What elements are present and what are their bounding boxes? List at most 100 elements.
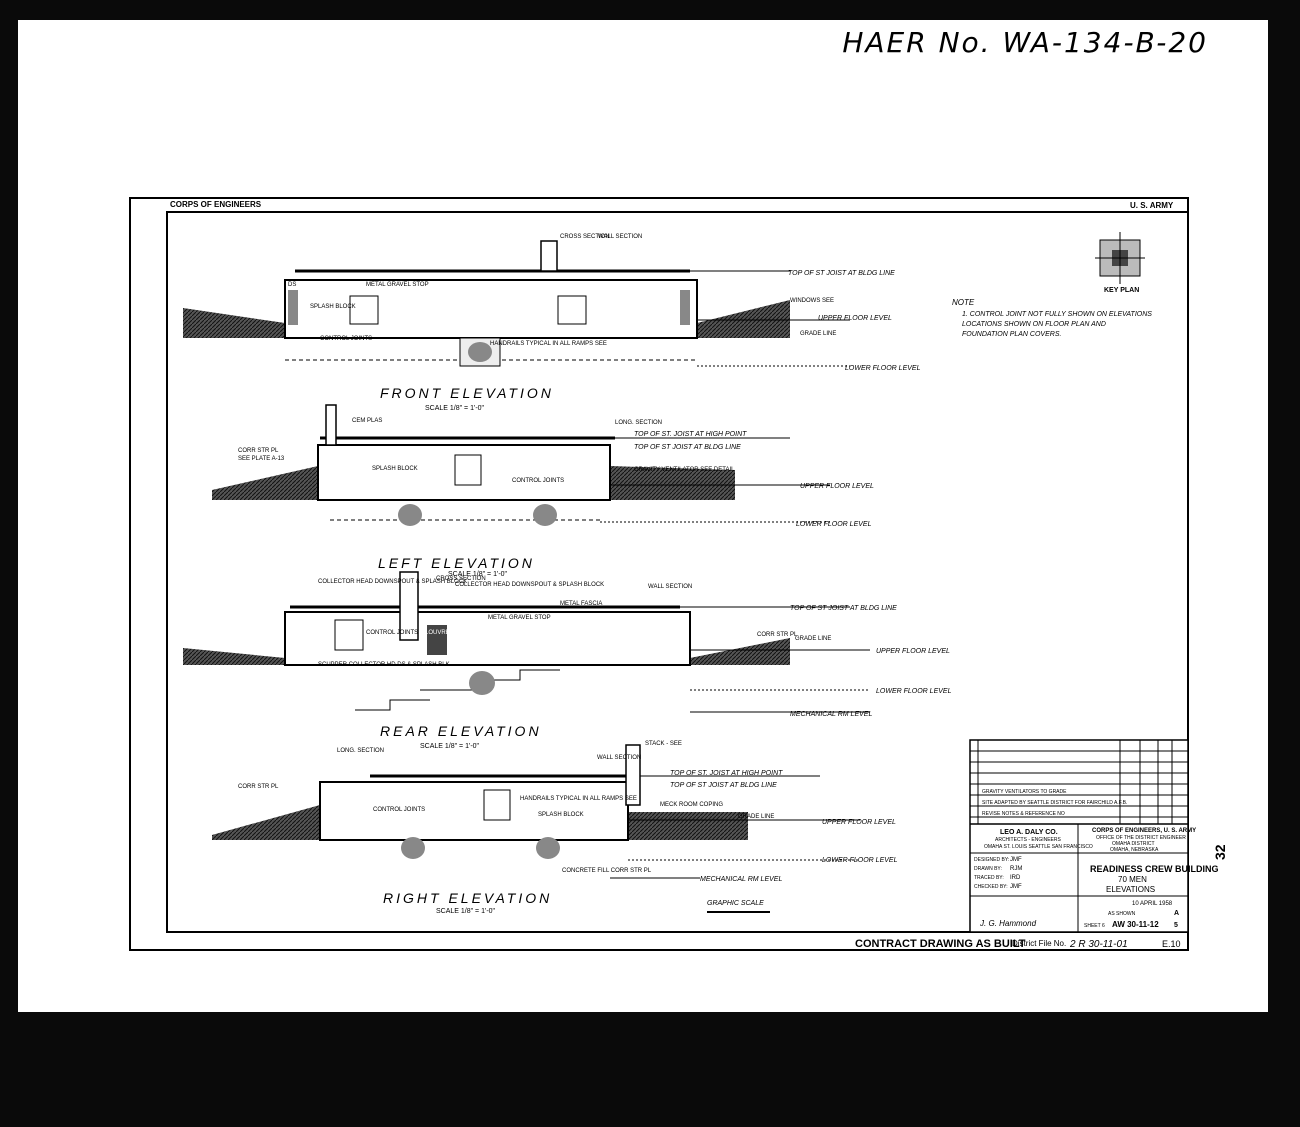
- inner-frame: [166, 211, 1189, 933]
- svg-text:GRADE LINE: GRADE LINE: [738, 814, 774, 820]
- svg-text:SPLASH BLOCK: SPLASH BLOCK: [310, 304, 356, 310]
- svg-text:AS SHOWN: AS SHOWN: [1108, 911, 1136, 917]
- svg-text:TOP OF ST. JOIST AT HIGH POINT: TOP OF ST. JOIST AT HIGH POINT: [634, 431, 747, 438]
- svg-text:MECHANICAL RM LEVEL: MECHANICAL RM LEVEL: [700, 876, 782, 883]
- svg-text:CROSS SECTION: CROSS SECTION: [436, 576, 486, 582]
- svg-text:UPPER FLOOR LEVEL: UPPER FLOOR LEVEL: [818, 315, 892, 322]
- photo-border-bottom: [0, 1012, 1300, 1127]
- svg-text:LEFT ELEVATION: LEFT ELEVATION: [378, 555, 535, 571]
- svg-text:METAL GRAVEL STOP: METAL GRAVEL STOP: [366, 282, 429, 288]
- svg-text:CROSS SECTION: CROSS SECTION: [560, 234, 610, 240]
- svg-text:RJM: RJM: [1010, 866, 1022, 872]
- svg-text:UPPER FLOOR LEVEL: UPPER FLOOR LEVEL: [822, 819, 896, 826]
- rear-elevation: TOP OF ST JOIST AT BLDG LINE UPPER FLOOR…: [183, 571, 952, 750]
- svg-text:AW 30-11-12: AW 30-11-12: [1112, 920, 1159, 929]
- svg-text:SEE PLATE A-13: SEE PLATE A-13: [238, 456, 285, 462]
- svg-text:CONTROL JOINTS: CONTROL JOINTS: [320, 336, 372, 342]
- svg-text:CORR STR PL: CORR STR PL: [757, 632, 798, 638]
- svg-text:WINDOWS SEE: WINDOWS SEE: [790, 298, 834, 304]
- svg-text:WALL SECTION: WALL SECTION: [598, 234, 642, 240]
- svg-text:70 MEN: 70 MEN: [1118, 875, 1147, 884]
- svg-text:OFFICE OF THE DISTRICT ENGINEE: OFFICE OF THE DISTRICT ENGINEER: [1096, 835, 1186, 841]
- side-number: 32: [1212, 844, 1228, 860]
- front-elevation: TOP OF ST JOIST AT BLDG LINE UPPER FLOOR…: [183, 234, 921, 412]
- svg-text:OMAHA, NEBRASKA: OMAHA, NEBRASKA: [1110, 847, 1159, 853]
- svg-text:GRAPHIC SCALE: GRAPHIC SCALE: [707, 900, 764, 907]
- svg-text:LOWER FLOOR LEVEL: LOWER FLOOR LEVEL: [822, 857, 898, 864]
- svg-text:CEM PLAS: CEM PLAS: [352, 418, 382, 424]
- svg-text:SHEET 6: SHEET 6: [1084, 923, 1105, 929]
- svg-text:A: A: [1174, 910, 1179, 917]
- svg-text:READINESS CREW BUILDING: READINESS CREW BUILDING: [1090, 864, 1219, 874]
- svg-text:10 APRIL 1958: 10 APRIL 1958: [1132, 901, 1173, 907]
- svg-text:HANDRAILS TYPICAL IN ALL RAMPS: HANDRAILS TYPICAL IN ALL RAMPS SEE: [520, 796, 637, 802]
- svg-text:CONCRETE FILL CORR STR PL: CONCRETE FILL CORR STR PL: [562, 868, 652, 874]
- photo-border-right: [1268, 20, 1300, 1012]
- svg-text:LOWER FLOOR LEVEL: LOWER FLOOR LEVEL: [845, 365, 921, 372]
- svg-text:SCUPPER COLLECTOR HD DS & SPLA: SCUPPER COLLECTOR HD DS & SPLASH BLK: [318, 662, 450, 668]
- svg-text:SCALE 1/8" = 1'-0": SCALE 1/8" = 1'-0": [425, 405, 485, 412]
- svg-text:REAR ELEVATION: REAR ELEVATION: [380, 723, 542, 739]
- svg-text:TOP OF ST JOIST AT BLDG LINE: TOP OF ST JOIST AT BLDG LINE: [634, 444, 741, 451]
- left-elevation: TOP OF ST. JOIST AT HIGH POINT TOP OF ST…: [212, 404, 874, 578]
- svg-text:METAL FASCIA: METAL FASCIA: [560, 601, 602, 607]
- svg-text:SPLASH BLOCK: SPLASH BLOCK: [372, 466, 418, 472]
- svg-text:COLLECTOR HEAD DOWNSPOUT & SPL: COLLECTOR HEAD DOWNSPOUT & SPLASH BLOCK: [455, 582, 604, 588]
- svg-text:ARCHITECTS - ENGINEERS: ARCHITECTS - ENGINEERS: [995, 837, 1062, 843]
- haer-number: HAER No. WA-134-B-20: [842, 26, 1208, 59]
- key-plan: KEY PLAN: [1095, 232, 1145, 294]
- svg-text:TOP OF ST JOIST AT BLDG LINE: TOP OF ST JOIST AT BLDG LINE: [670, 782, 777, 789]
- army-title: U. S. ARMY: [1130, 201, 1174, 210]
- svg-text:CONTROL JOINTS: CONTROL JOINTS: [512, 478, 564, 484]
- right-elevation: TOP OF ST. JOIST AT HIGH POINT TOP OF ST…: [212, 741, 898, 915]
- svg-text:GRAVITY VENTILATOR SEE DETAIL: GRAVITY VENTILATOR SEE DETAIL: [634, 467, 735, 473]
- svg-text:LONG. SECTION: LONG. SECTION: [337, 748, 384, 754]
- svg-text:LOUVRE: LOUVRE: [425, 630, 450, 636]
- svg-text:LOCATIONS SHOWN ON FLOOR PLAN: LOCATIONS SHOWN ON FLOOR PLAN AND: [962, 321, 1106, 328]
- svg-text:TOP OF ST JOIST AT BLDG LINE: TOP OF ST JOIST AT BLDG LINE: [790, 605, 897, 612]
- svg-text:SPLASH BLOCK: SPLASH BLOCK: [538, 812, 584, 818]
- svg-text:GRADE LINE: GRADE LINE: [800, 331, 836, 337]
- svg-text:REVISE NOTES & REFERENCE NO: REVISE NOTES & REFERENCE NO: [982, 811, 1065, 817]
- svg-text:WALL SECTION: WALL SECTION: [597, 755, 641, 761]
- svg-text:METAL GRAVEL STOP: METAL GRAVEL STOP: [488, 615, 551, 621]
- svg-text:UPPER FLOOR LEVEL: UPPER FLOOR LEVEL: [876, 648, 950, 655]
- svg-text:JMF: JMF: [1010, 884, 1022, 890]
- corps-title: CORPS OF ENGINEERS: [170, 200, 262, 209]
- photo-border-left: [0, 83, 18, 1012]
- general-note: NOTE 1. CONTROL JOINT NOT FULLY SHOWN ON…: [952, 298, 1152, 338]
- svg-text:SITE ADAPTED BY SEATTLE DISTRI: SITE ADAPTED BY SEATTLE DISTRICT FOR FAI…: [982, 800, 1127, 806]
- svg-text:TOP OF ST. JOIST AT HIGH POINT: TOP OF ST. JOIST AT HIGH POINT: [670, 770, 783, 777]
- svg-text:FRONT ELEVATION: FRONT ELEVATION: [380, 385, 554, 401]
- svg-text:LOWER FLOOR LEVEL: LOWER FLOOR LEVEL: [796, 521, 872, 528]
- svg-text:CHECKED BY:: CHECKED BY:: [974, 884, 1008, 890]
- svg-text:CONTROL JOINTS: CONTROL JOINTS: [366, 630, 418, 636]
- svg-text:JMF: JMF: [1010, 857, 1022, 863]
- district-file-number: 2 R 30-11-01: [1069, 939, 1128, 950]
- svg-text:1. CONTROL JOINT NOT FULLY SHO: 1. CONTROL JOINT NOT FULLY SHOWN ON ELEV…: [962, 311, 1152, 318]
- svg-text:J. G. Hammond: J. G. Hammond: [979, 919, 1037, 928]
- svg-text:SCALE 1/8" = 1'-0": SCALE 1/8" = 1'-0": [448, 571, 508, 578]
- svg-text:IRD: IRD: [1010, 875, 1021, 881]
- svg-text:RIGHT ELEVATION: RIGHT ELEVATION: [383, 890, 552, 906]
- svg-text:SCALE 1/8" = 1'-0": SCALE 1/8" = 1'-0": [436, 908, 496, 915]
- svg-text:MECHANICAL RM LEVEL: MECHANICAL RM LEVEL: [790, 711, 872, 718]
- svg-text:OMAHA ST. LOUIS SEATTLE SAN FR: OMAHA ST. LOUIS SEATTLE SAN FRANCISCO: [984, 844, 1093, 850]
- svg-text:MECK ROOM COPING: MECK ROOM COPING: [660, 802, 723, 808]
- svg-text:CORR STR PL: CORR STR PL: [238, 448, 279, 454]
- svg-text:KEY PLAN: KEY PLAN: [1104, 287, 1139, 294]
- svg-text:UPPER FLOOR LEVEL: UPPER FLOOR LEVEL: [800, 483, 874, 490]
- svg-text:DRAWN BY:: DRAWN BY:: [974, 866, 1002, 872]
- svg-text:DESIGNED BY:: DESIGNED BY:: [974, 857, 1009, 863]
- haer-label-area: HAER No. WA-134-B-20: [18, 20, 1268, 83]
- svg-text:HANDRAILS TYPICAL IN ALL RAMPS: HANDRAILS TYPICAL IN ALL RAMPS SEE: [490, 341, 607, 347]
- svg-text:CORPS OF ENGINEERS, U. S. ARMY: CORPS OF ENGINEERS, U. S. ARMY: [1092, 828, 1196, 834]
- svg-text:STACK - SEE: STACK - SEE: [645, 741, 682, 747]
- svg-text:CORR STR PL: CORR STR PL: [238, 784, 279, 790]
- svg-text:LOWER FLOOR LEVEL: LOWER FLOOR LEVEL: [876, 688, 952, 695]
- title-block: GRAVITY VENTILATORS TO GRADE SITE ADAPTE…: [969, 739, 1219, 933]
- svg-text:NOTE: NOTE: [952, 298, 975, 307]
- svg-text:TOP OF ST JOIST AT BLDG LINE: TOP OF ST JOIST AT BLDG LINE: [788, 270, 895, 277]
- svg-text:LONG. SECTION: LONG. SECTION: [615, 420, 662, 426]
